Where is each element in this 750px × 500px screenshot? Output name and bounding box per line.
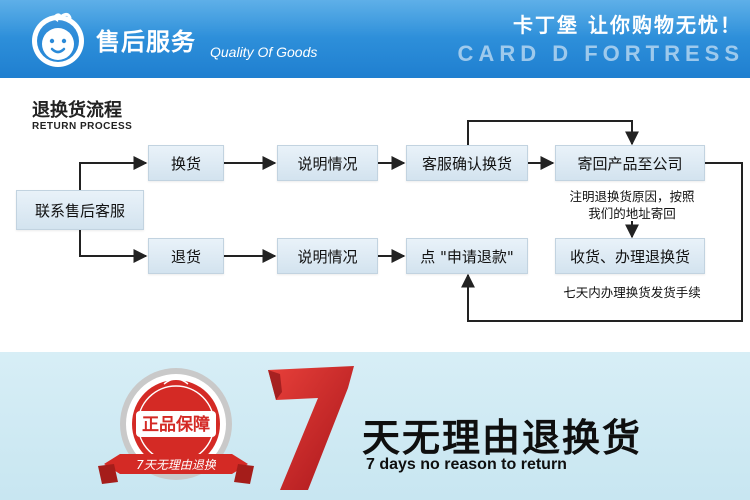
process-subtitle: RETURN PROCESS — [32, 121, 133, 132]
seal-text: 正品保障 — [142, 414, 210, 435]
explain-situation-box-1: 说明情况 — [277, 145, 378, 181]
genuine-guarantee-seal-icon: 正品保障 7天无理由退换 — [98, 368, 254, 484]
mail-note-line-1: 注明退换货原因，按照 — [569, 189, 695, 204]
flow-connectors — [79, 120, 743, 322]
refund-box: 退货 — [148, 238, 224, 274]
seven-days-emblem-icon: 7 — [268, 366, 354, 490]
contact-support-box: 联系售后客服 — [16, 190, 144, 230]
mail-note: 注明退换货原因，按照 我们的地址寄回 — [548, 188, 716, 222]
process-title: 退换货流程 — [32, 100, 122, 121]
headline-cn: 天无理由退换货 — [362, 416, 643, 460]
apply-refund-box: 点 "申请退款" — [406, 238, 528, 274]
mail-back-product-box: 寄回产品至公司 — [555, 145, 705, 181]
support-confirm-exchange-box: 客服确认换货 — [406, 145, 528, 181]
slogan-en: CARD D FORTRESS — [457, 41, 744, 66]
header-subtitle: Quality Of Goods — [210, 44, 318, 60]
seal-ribbon-text: 7天无理由退换 — [136, 458, 217, 472]
receive-process-box: 收货、办理退换货 — [555, 238, 705, 274]
header-bar: 售后服务 Quality Of Goods 卡丁堡 让你购物无忧！ CARD D… — [0, 0, 750, 78]
explain-situation-box-2: 说明情况 — [277, 238, 378, 274]
seven-day-note: 七天内办理换货发货手续 — [563, 285, 701, 300]
exchange-box: 换货 — [148, 145, 224, 181]
mail-note-line-2: 我们的地址寄回 — [588, 206, 676, 221]
headline-en: 7 days no reason to return — [366, 456, 567, 473]
